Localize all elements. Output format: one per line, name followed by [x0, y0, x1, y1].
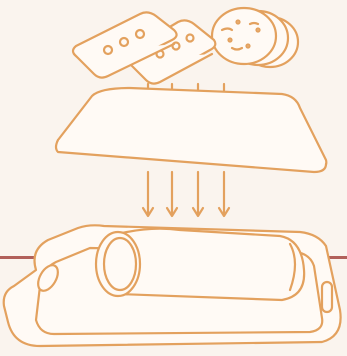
arrows-down-bottom-icon — [143, 172, 229, 216]
rolled-dough-icon — [96, 229, 304, 300]
pastry-sheet-icon — [56, 88, 326, 172]
round-crackers-stack-icon — [212, 8, 298, 67]
